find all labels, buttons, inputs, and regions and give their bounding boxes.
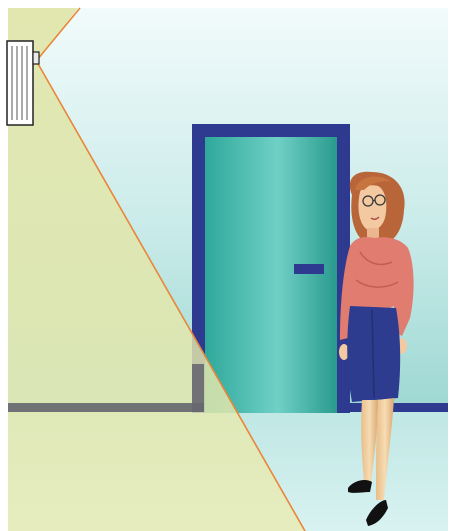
- baseboard-shaded: [8, 403, 204, 412]
- sensor-body: [7, 41, 33, 125]
- door-panel: [205, 137, 337, 413]
- door: [192, 124, 350, 413]
- baseboard-corner-shaded: [192, 364, 204, 412]
- sensor-lens: [33, 52, 39, 64]
- door-handle: [294, 264, 324, 274]
- face: [358, 185, 386, 230]
